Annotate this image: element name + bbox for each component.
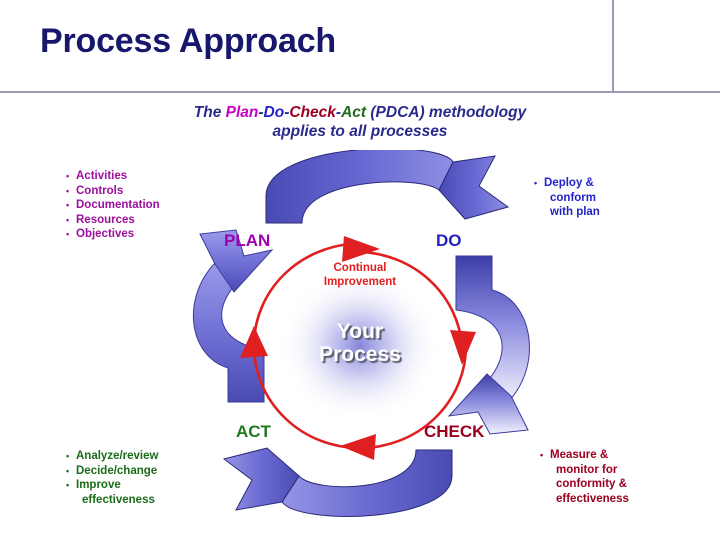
bullet-item: Activities bbox=[66, 169, 160, 184]
continual-improvement-line-2: Improvement bbox=[323, 275, 397, 288]
bullet-list-check: Measure &monitor for conformity &effectiv… bbox=[540, 448, 629, 506]
subtitle-word-check: Check bbox=[289, 104, 336, 121]
stage-label-do: DO bbox=[436, 231, 462, 250]
subtitle-word-act: Act bbox=[341, 104, 367, 121]
your-process-line-2: Process bbox=[319, 343, 401, 366]
bullet-item: conformity & bbox=[556, 478, 627, 491]
title-divider-vertical bbox=[612, 0, 614, 92]
stage-label-act: ACT bbox=[236, 422, 271, 441]
subtitle-line-2: applies to all processes bbox=[272, 123, 448, 140]
stage-label-plan: PLAN bbox=[224, 231, 271, 250]
pdca-diagram bbox=[140, 150, 580, 540]
bullet-item: monitor for bbox=[556, 463, 618, 476]
block-arrow-check-to-act bbox=[222, 447, 453, 517]
bullet-item: Analyze/review bbox=[66, 449, 158, 464]
bullet-item: Controls bbox=[66, 184, 160, 199]
slide-subtitle: The Plan-Do-Check-Act (PDCA) methodology… bbox=[110, 103, 610, 141]
bullet-item: Measure & bbox=[540, 448, 629, 463]
continual-improvement-cycle bbox=[252, 242, 468, 450]
subtitle-sep-3: - bbox=[335, 104, 342, 121]
cycle-arrowheads bbox=[240, 236, 476, 460]
continual-improvement-label: Continual Improvement bbox=[280, 262, 440, 289]
bullet-item: Improve bbox=[66, 478, 158, 493]
block-arrow-do-to-check bbox=[447, 255, 530, 435]
block-arrow-plan-to-do bbox=[265, 150, 510, 224]
bullet-list-plan: ActivitiesControlsDocumentationResources… bbox=[66, 169, 160, 242]
bullet-item: Decide/change bbox=[66, 464, 158, 479]
your-process-line-1: Your bbox=[336, 320, 384, 343]
bullet-item: Resources bbox=[66, 213, 160, 228]
bullet-item: Documentation bbox=[66, 198, 160, 213]
page-title: Process Approach bbox=[40, 22, 336, 60]
bullet-list-act: Analyze/reviewDecide/changeImproveeffect… bbox=[66, 449, 158, 507]
your-process-label: Your Process bbox=[280, 320, 440, 366]
bullet-list-do: Deploy &conform with plan bbox=[534, 176, 600, 220]
subtitle-sep-2: - bbox=[284, 104, 290, 121]
bullet-item: with plan bbox=[550, 206, 600, 219]
bullet-item: effectiveness bbox=[82, 493, 155, 506]
subtitle-line-1: The Plan-Do-Check-Act (PDCA) methodology bbox=[110, 103, 610, 122]
bullet-item: conform bbox=[550, 191, 596, 204]
bullet-item: Objectives bbox=[66, 227, 160, 242]
bullet-item: effectiveness bbox=[556, 492, 629, 505]
block-arrow-act-to-plan bbox=[192, 229, 274, 403]
subtitle-prefix: The bbox=[193, 104, 226, 121]
subtitle-word-plan: Plan bbox=[225, 104, 259, 121]
subtitle-suffix: (PDCA) methodology bbox=[366, 104, 527, 121]
subtitle-word-do: Do bbox=[263, 104, 285, 121]
title-divider-horizontal bbox=[0, 91, 720, 93]
continual-improvement-line-1: Continual bbox=[333, 262, 387, 274]
subtitle-sep-1: - bbox=[258, 104, 264, 121]
center-glow bbox=[278, 268, 442, 424]
bullet-item: Deploy & bbox=[534, 176, 600, 191]
stage-label-check: CHECK bbox=[424, 422, 485, 441]
